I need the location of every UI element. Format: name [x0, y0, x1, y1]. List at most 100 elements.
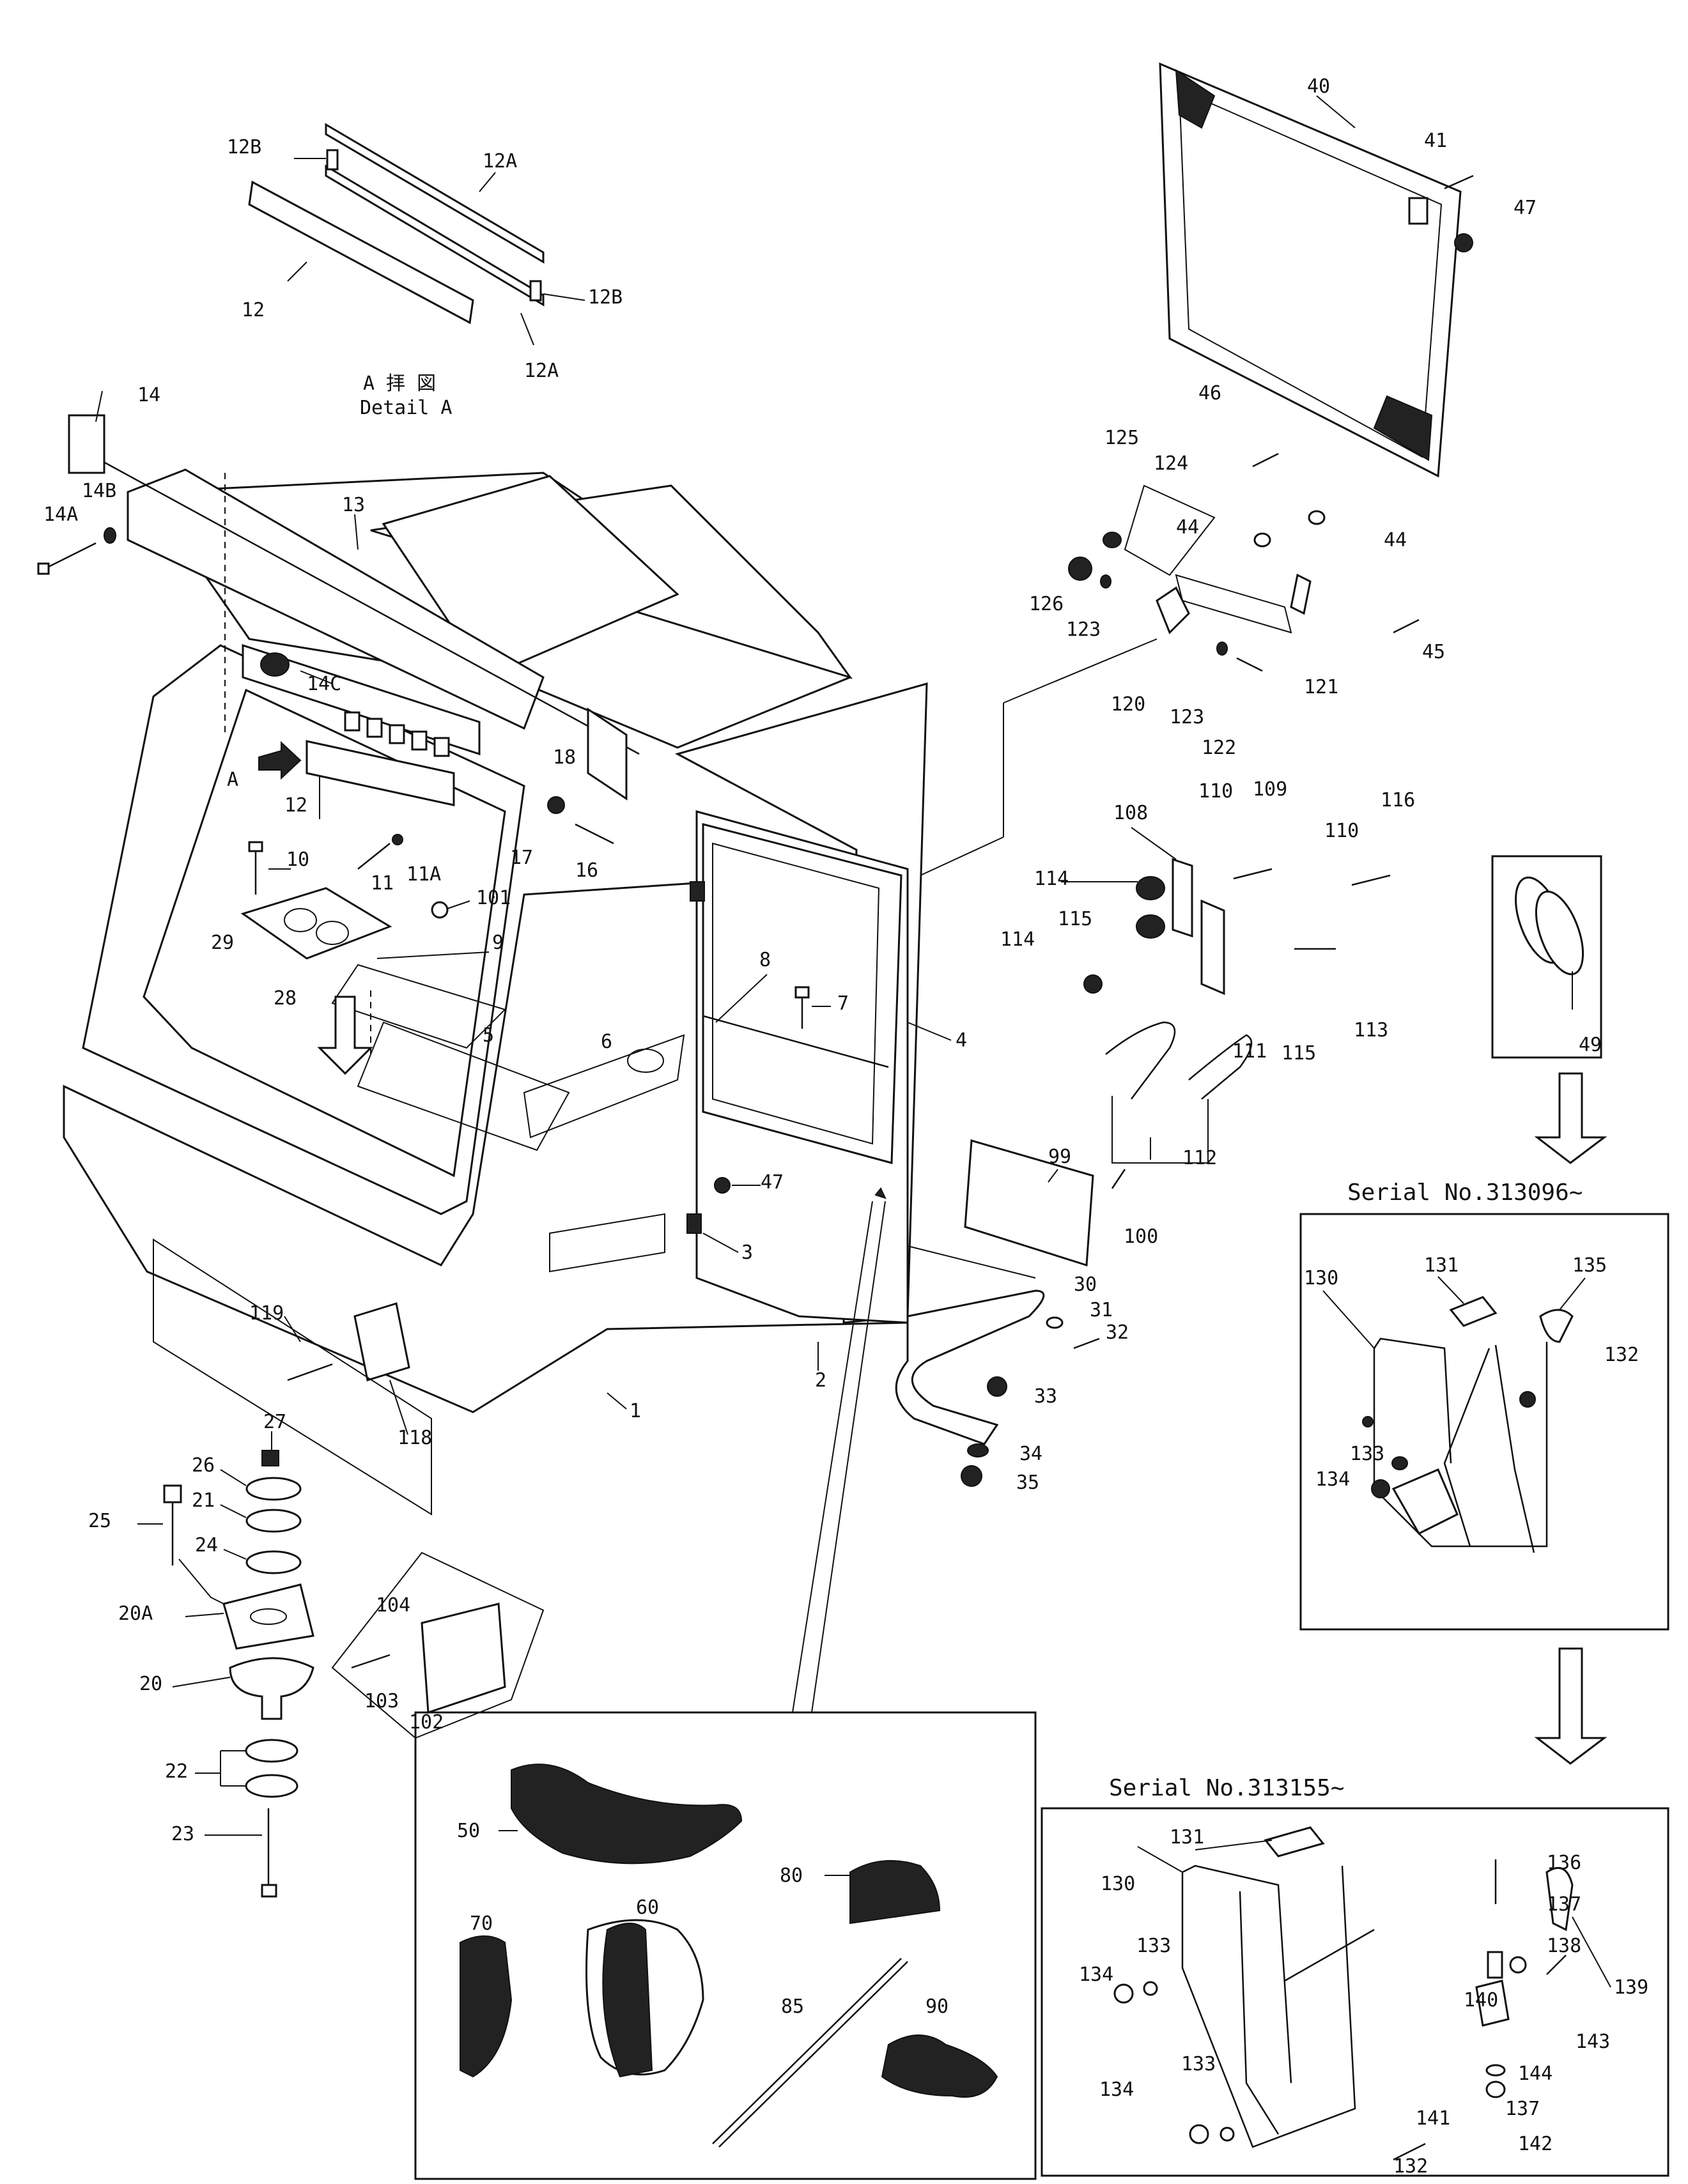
label-47-a: 47	[761, 1171, 784, 1194]
label-123-a: 123	[1066, 619, 1101, 641]
detail-a-line2: Detail A	[360, 397, 453, 419]
mirror-frame	[1159, 62, 1462, 478]
label-140: 140	[1464, 1989, 1498, 2011]
rod-85	[712, 1958, 902, 2144]
label-143: 143	[1576, 2031, 1610, 2053]
plate-131-a	[1449, 1296, 1498, 1327]
label-49: 49	[1579, 1034, 1602, 1056]
label-11: 11	[371, 872, 394, 895]
mirror-40	[1159, 62, 1462, 478]
door-4	[686, 810, 909, 1324]
label-41: 41	[1424, 130, 1447, 152]
label-29: 29	[211, 932, 234, 954]
mirror-corner-b	[1373, 395, 1433, 461]
label-103: 103	[364, 1690, 399, 1712]
label-45: 45	[1422, 641, 1445, 663]
mount-stack	[163, 1450, 314, 1898]
label-32: 32	[1106, 1321, 1129, 1344]
label-131-b: 131	[1170, 1826, 1204, 1849]
knob-90	[881, 2034, 998, 2098]
label-6: 6	[601, 1031, 612, 1053]
label-17: 17	[510, 847, 533, 869]
bracket-141	[1475, 1980, 1510, 2027]
plate-20a	[222, 1583, 314, 1650]
label-142: 142	[1518, 2133, 1552, 2155]
label-26: 26	[192, 1454, 215, 1477]
arrow-down-cab	[317, 996, 373, 1075]
clip-139	[1545, 1866, 1574, 1932]
arm-121	[1290, 573, 1312, 615]
label-123-b: 123	[1170, 706, 1204, 728]
label-132-b: 132	[1393, 2155, 1428, 2178]
pad-12b-left	[326, 149, 339, 171]
serial-313096-box	[1299, 1213, 1669, 1631]
label-14c: 14C	[307, 673, 341, 695]
panel-12-installed	[306, 740, 455, 806]
label-139: 139	[1614, 1976, 1648, 1999]
label-122: 122	[1202, 737, 1236, 759]
detail-a-group	[248, 123, 585, 346]
label-14: 14	[137, 384, 160, 406]
label-130-b: 130	[1101, 1873, 1135, 1895]
label-10: 10	[286, 849, 309, 871]
accessory-parts	[460, 1764, 998, 2148]
bracket-118	[353, 1302, 410, 1381]
mount-20	[229, 1657, 314, 1720]
label-12-b: 12	[284, 794, 307, 817]
pad-12b-right	[529, 280, 542, 302]
label-116: 116	[1381, 789, 1415, 811]
label-121: 121	[1304, 676, 1338, 698]
label-133-c: 133	[1181, 2053, 1216, 2075]
label-126: 126	[1029, 593, 1064, 615]
label-119: 119	[249, 1302, 284, 1325]
label-23: 23	[171, 1823, 194, 1845]
label-44-a: 44	[1176, 516, 1199, 539]
label-134-a: 134	[1315, 1468, 1350, 1491]
step-30	[895, 1245, 1045, 1445]
label-35: 35	[1016, 1472, 1039, 1494]
label-18: 18	[553, 746, 576, 769]
label-12a-b: 12A	[524, 360, 559, 382]
plate-108	[1172, 857, 1193, 938]
label-40: 40	[1307, 75, 1330, 98]
label-70: 70	[470, 1912, 493, 1935]
serial-313155-title: Serial No.313155~	[1109, 1775, 1344, 1801]
foot-plate	[1391, 1468, 1459, 1535]
label-20a: 20A	[118, 1603, 153, 1625]
mirror-corner-a	[1175, 69, 1216, 129]
striker-80	[849, 1860, 941, 1925]
label-7: 7	[837, 992, 849, 1015]
inset-49-box	[1491, 855, 1602, 1059]
label-115-a: 115	[1058, 908, 1092, 930]
handle-bracket-assembly	[1105, 857, 1253, 1164]
arrow-down-2	[1534, 1647, 1607, 1765]
air-duct	[242, 643, 481, 756]
label-5: 5	[483, 1024, 494, 1047]
label-104: 104	[376, 1594, 410, 1617]
label-137-a: 137	[1547, 1893, 1581, 1916]
label-24: 24	[195, 1534, 218, 1557]
plate-111	[1200, 899, 1225, 996]
label-113: 113	[1354, 1019, 1388, 1042]
callout-labels: 12B 12A 12B 12 12A A 拝 図 Detail A 14 14B…	[43, 75, 1648, 2178]
label-124: 124	[1154, 452, 1188, 475]
label-120: 120	[1111, 693, 1145, 716]
bolt-103	[351, 1654, 391, 1669]
label-110-b: 110	[1324, 820, 1359, 842]
label-138: 138	[1547, 1935, 1581, 1957]
label-111: 111	[1232, 1040, 1267, 1063]
label-25: 25	[88, 1510, 111, 1532]
label-12-a: 12	[242, 299, 265, 321]
label-12b-b: 12B	[588, 286, 623, 309]
label-44-b: 44	[1384, 529, 1407, 551]
label-134-b: 134	[1079, 1964, 1113, 1986]
label-12a-a: 12A	[483, 150, 517, 173]
label-112: 112	[1182, 1147, 1217, 1169]
label-20: 20	[139, 1673, 162, 1695]
label-101: 101	[476, 887, 511, 909]
label-144: 144	[1518, 2063, 1552, 2085]
clip-49	[1515, 876, 1584, 1010]
label-115-b: 115	[1281, 1042, 1316, 1065]
detail-a-line1: A 拝 図	[363, 373, 436, 395]
label-11a: 11A	[407, 863, 441, 886]
